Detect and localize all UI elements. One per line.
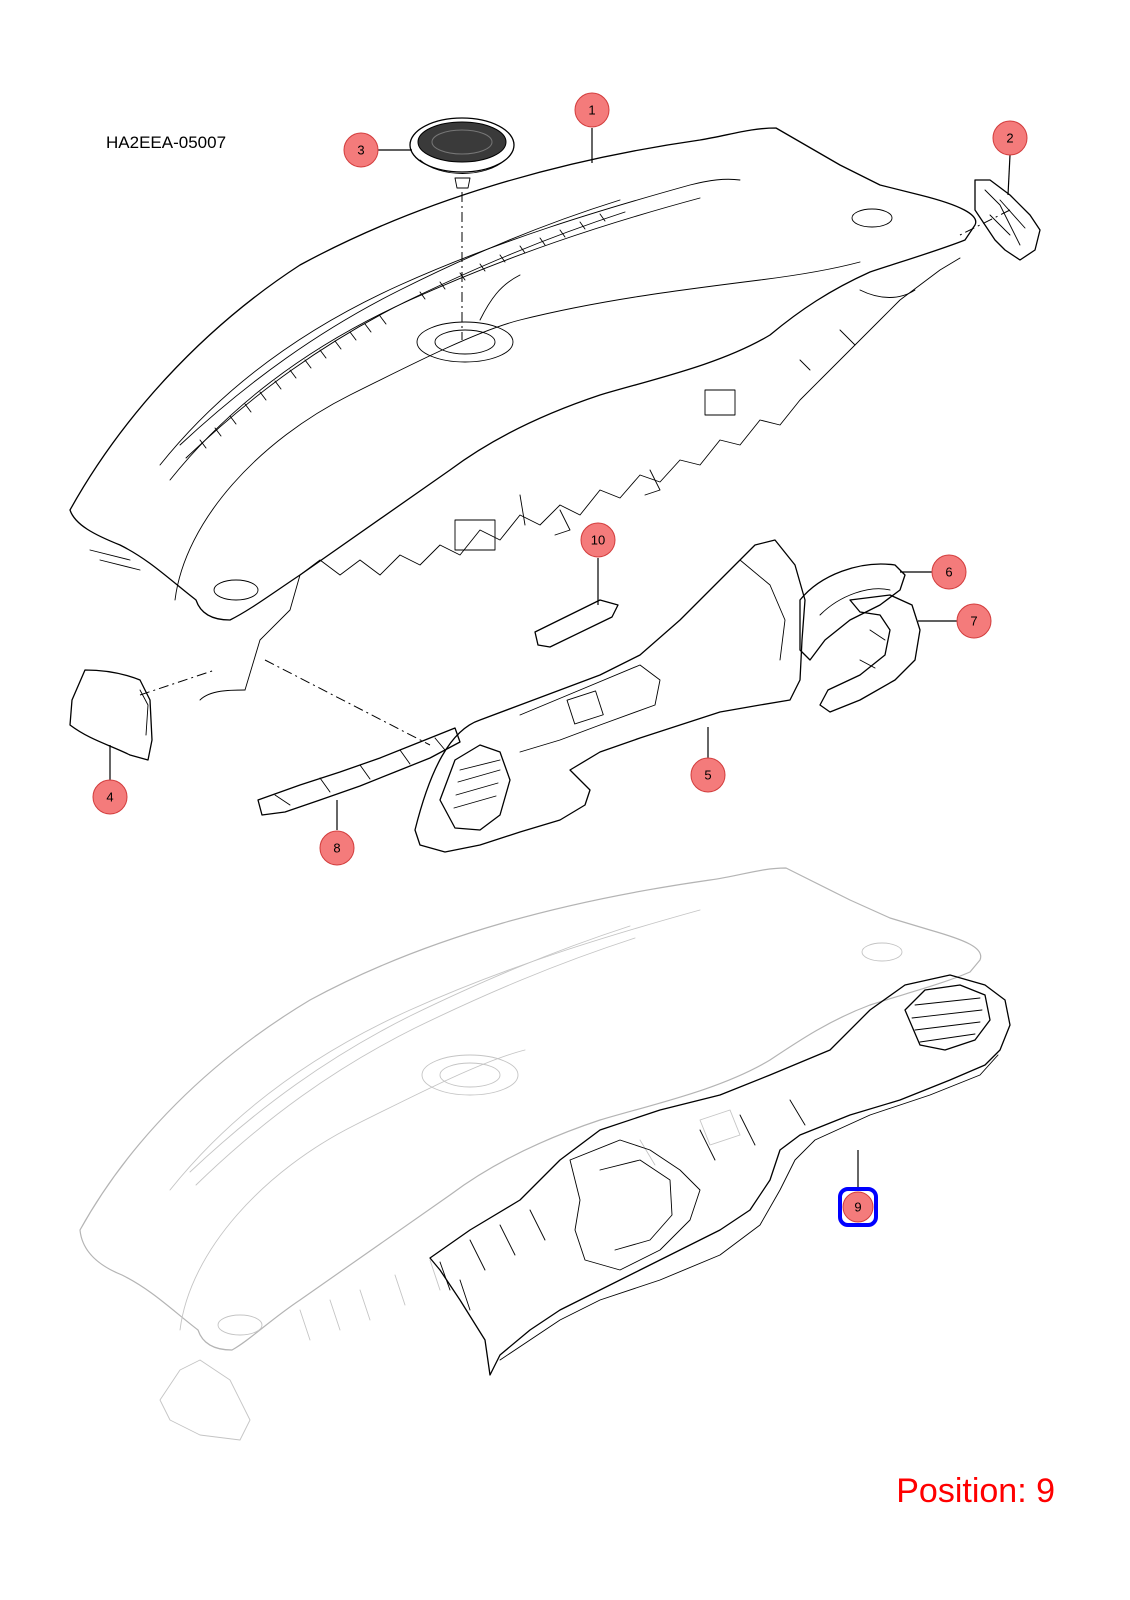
part-5-center-stack[interactable]	[414, 539, 806, 853]
callout-7[interactable]: 7	[956, 603, 992, 639]
svg-text:1: 1	[588, 103, 595, 118]
svg-text:10: 10	[591, 533, 605, 548]
svg-text:7: 7	[970, 614, 977, 629]
assembly-line-8	[264, 659, 431, 746]
part-7-cluster-bezel[interactable]	[819, 594, 921, 713]
position-indicator: Position: 9	[896, 1472, 1055, 1510]
callout-9-highlighted[interactable]: 9	[838, 1187, 878, 1227]
part-8-lower-bracket[interactable]	[257, 727, 461, 816]
lower-assembled-view	[79, 867, 1011, 1441]
part-3-speaker-grille[interactable]	[409, 117, 515, 189]
callout-3[interactable]: 3	[343, 132, 379, 168]
part-code-label: HA2EEA-05007	[106, 133, 226, 152]
callout-8[interactable]: 8	[319, 830, 355, 866]
assembly-line-4	[139, 669, 216, 696]
part-9-dashboard-carrier[interactable]	[429, 974, 1011, 1376]
leader-lines	[109, 128, 1011, 1190]
callouts: 1 2 3 4 5 6 7 8	[92, 92, 1028, 1227]
svg-text:6: 6	[945, 565, 952, 580]
part-4-end-cap[interactable]	[69, 669, 153, 761]
part-1-instrument-panel[interactable]	[69, 127, 977, 701]
callout-10[interactable]: 10	[580, 522, 616, 558]
svg-text:3: 3	[357, 143, 364, 158]
callout-2[interactable]: 2	[992, 120, 1028, 156]
callout-6[interactable]: 6	[931, 554, 967, 590]
part-6-cluster-hood[interactable]	[799, 563, 906, 661]
svg-text:9: 9	[854, 1200, 861, 1215]
svg-text:5: 5	[704, 768, 711, 783]
part-2-end-bracket[interactable]	[974, 179, 1041, 261]
callout-4[interactable]: 4	[92, 779, 128, 815]
svg-text:2: 2	[1006, 131, 1013, 146]
assembly-line-2	[959, 209, 1011, 236]
callout-1[interactable]: 1	[574, 92, 610, 128]
part-10-trim-strip[interactable]	[534, 599, 619, 648]
svg-text:4: 4	[106, 790, 113, 805]
assembled-panel-ghost	[79, 867, 982, 1441]
upper-dashboard-assembly	[69, 117, 1041, 853]
svg-text:8: 8	[333, 841, 340, 856]
callout-5[interactable]: 5	[690, 757, 726, 793]
